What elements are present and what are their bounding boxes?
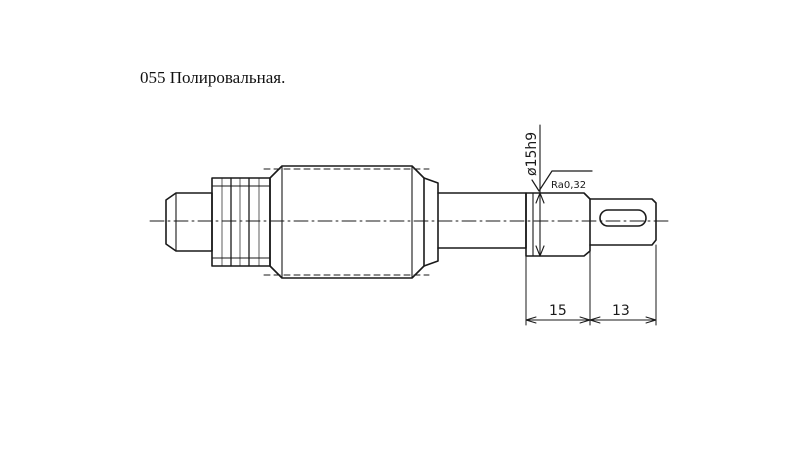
dim-13-label: 13 [612, 303, 630, 319]
polished-neck [525, 192, 591, 257]
roughness-label: Ra0,32 [551, 180, 586, 191]
diameter-label: ø15h9 [524, 132, 540, 176]
roughness-symbol [531, 170, 593, 192]
operation-title: 055 Полировальная. [140, 68, 286, 87]
diameter-arrow-top [535, 192, 545, 204]
shaft-body [437, 192, 527, 249]
keyway [599, 209, 647, 227]
worm-section [269, 165, 425, 279]
diameter-arrow-bottom [535, 245, 545, 257]
dim-15-label: 15 [549, 303, 567, 319]
keyed-end [589, 198, 657, 246]
left-journal [165, 192, 213, 252]
collar [423, 177, 439, 267]
flange [211, 177, 271, 267]
